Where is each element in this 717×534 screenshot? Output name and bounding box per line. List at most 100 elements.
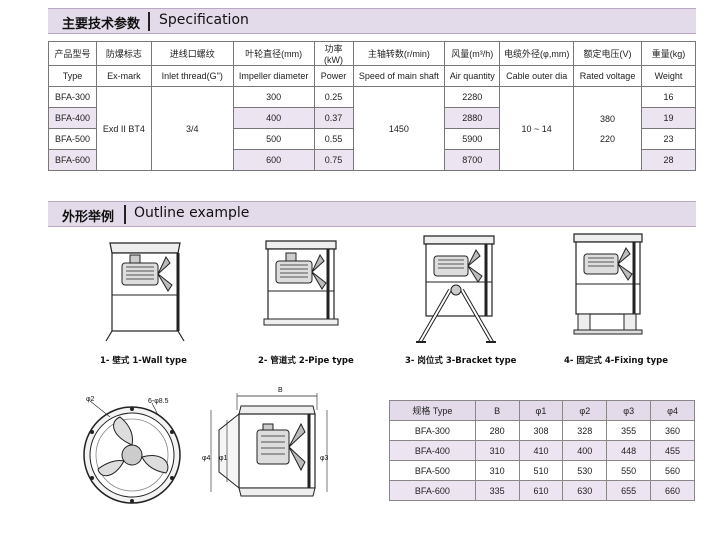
voltage-380: 380 [600, 113, 616, 124]
dims-cell: 335 [474, 480, 520, 501]
dims-header: φ2 [562, 400, 608, 421]
header-en: Rated voltage [573, 65, 642, 87]
dims-cell: 310 [474, 460, 520, 481]
cell-type: BFA-600 [48, 149, 97, 171]
dims-cell: 310 [474, 440, 520, 461]
dims-header-row: 规格 Type B φ1 φ2 φ3 φ4 [389, 400, 695, 421]
pipe-type-label: 2- 管道式 2-Pipe type [258, 356, 354, 366]
table-row: BFA-500 500 0.55 5900 23 [48, 128, 696, 150]
wall-type-fan-drawing [105, 242, 185, 342]
outline-title-cn: 外形举例 [62, 210, 115, 225]
cell-power: 0.75 [313, 149, 354, 171]
cell-type: BFA-500 [48, 128, 97, 150]
table-row: BFA-300 Exd II BT4 3/4 300 0.25 1450 228… [48, 86, 696, 171]
table-row: BFA-400 310 410 400 448 455 [389, 440, 695, 461]
dims-cell: 328 [562, 420, 608, 441]
header-cn: 风量(m³/h) [444, 41, 501, 66]
dims-cell: 308 [518, 420, 564, 441]
header-cn: 进线口螺纹 [150, 41, 234, 66]
dims-cell: 280 [474, 420, 520, 441]
side-view-drawing [210, 393, 328, 497]
cell-inlet-thread: 3/4 [150, 86, 234, 171]
dims-cell: 530 [562, 460, 608, 481]
dims-cell: 410 [518, 440, 564, 461]
fixing-type-label: 4- 固定式 4-Fixing type [564, 356, 668, 366]
phi2-label: φ2 [86, 396, 95, 403]
holes-label: 6-φ8.5 [148, 398, 169, 405]
dims-cell: 610 [518, 480, 564, 501]
cell-cable: 10 ~ 14 [499, 86, 575, 171]
spec-header-en-row: Type Ex-mark Inlet thread(G") Impeller d… [48, 65, 696, 87]
dims-header: φ4 [650, 400, 695, 421]
cell-power: 0.55 [313, 128, 354, 150]
header-en: Weight [641, 65, 696, 87]
cell-weight: 23 [641, 128, 696, 150]
bracket-type-label: 3- 岗位式 3-Bracket type [405, 356, 517, 366]
spec-table: 产品型号 防爆标志 进线口螺纹 叶轮直径(mm) 功率(kW) 主轴转数(r/m… [48, 41, 696, 171]
table-row: BFA-600 600 0.75 8700 28 [48, 149, 696, 171]
bracket-type-fan-drawing [416, 235, 496, 343]
dims-header: B [474, 400, 520, 421]
cell-weight: 16 [641, 86, 696, 108]
cell-weight: 28 [641, 149, 696, 171]
cell-air: 5900 [444, 128, 501, 150]
header-en: Impeller diameter [232, 65, 315, 87]
header-cn: 重量(kg) [641, 41, 696, 66]
cell-diameter: 300 [232, 86, 315, 108]
header-cn: 叶轮直径(mm) [232, 41, 315, 66]
phi1-dim-label: φ1 [219, 455, 228, 462]
cell-type: BFA-400 [48, 107, 97, 129]
phi4-dim-label: φ4 [202, 455, 211, 462]
cell-diameter: 500 [232, 128, 315, 150]
dimensions-table: 规格 Type B φ1 φ2 φ3 φ4 BFA-300 280 308 32… [389, 400, 695, 501]
dims-cell: BFA-600 [389, 480, 476, 501]
header-en: Ex-mark [95, 65, 152, 87]
title-separator [148, 12, 150, 31]
b-dim-label: B [278, 387, 283, 394]
dims-cell: 355 [606, 420, 652, 441]
table-row: BFA-600 335 610 630 655 660 [389, 480, 695, 501]
header-en: Type [48, 65, 97, 87]
dims-cell: 550 [606, 460, 652, 481]
header-cn: 主轴转数(r/min) [352, 41, 446, 66]
cell-diameter: 600 [232, 149, 315, 171]
cell-type: BFA-300 [48, 86, 97, 108]
cell-air: 8700 [444, 149, 501, 171]
dims-header: 规格 Type [389, 400, 476, 421]
cell-speed: 1450 [352, 86, 446, 171]
front-view-drawing [83, 400, 181, 504]
outline-section-band: 外形举例 Outline example [48, 201, 696, 227]
dims-cell: 400 [562, 440, 608, 461]
outline-title-en: Outline example [134, 205, 250, 221]
header-cn: 额定电压(V) [573, 41, 642, 66]
voltage-220: 220 [600, 133, 616, 144]
dims-cell: 448 [606, 440, 652, 461]
dims-cell: 510 [518, 460, 564, 481]
dims-cell: BFA-400 [389, 440, 476, 461]
dims-cell: 360 [650, 420, 695, 441]
cell-air: 2280 [444, 86, 501, 108]
header-en: Cable outer dia [499, 65, 575, 87]
dims-cell: 455 [650, 440, 695, 461]
cell-diameter: 400 [232, 107, 315, 129]
dims-cell: 560 [650, 460, 695, 481]
fixing-type-fan-drawing [573, 233, 643, 335]
spec-header-cn-row: 产品型号 防爆标志 进线口螺纹 叶轮直径(mm) 功率(kW) 主轴转数(r/m… [48, 41, 696, 66]
dims-header: φ1 [518, 400, 564, 421]
table-row: BFA-500 310 510 530 550 560 [389, 460, 695, 481]
cell-air: 2880 [444, 107, 501, 129]
cell-power: 0.25 [313, 86, 354, 108]
header-cn: 防爆标志 [95, 41, 152, 66]
wall-type-label: 1- 壁式 1-Wall type [100, 356, 187, 366]
spec-section-band: 主要技术参数 Specification [48, 8, 696, 34]
cell-ex-mark: Exd II BT4 [95, 86, 152, 171]
phi3-dim-label: φ3 [320, 455, 329, 462]
spec-title-en: Specification [159, 12, 249, 28]
table-row: BFA-300 280 308 328 355 360 [389, 420, 695, 441]
cell-weight: 19 [641, 107, 696, 129]
header-cn: 产品型号 [48, 41, 97, 66]
dims-cell: 655 [606, 480, 652, 501]
spec-title-cn: 主要技术参数 [62, 17, 141, 32]
dims-cell: 660 [650, 480, 695, 501]
dims-header: φ3 [606, 400, 652, 421]
